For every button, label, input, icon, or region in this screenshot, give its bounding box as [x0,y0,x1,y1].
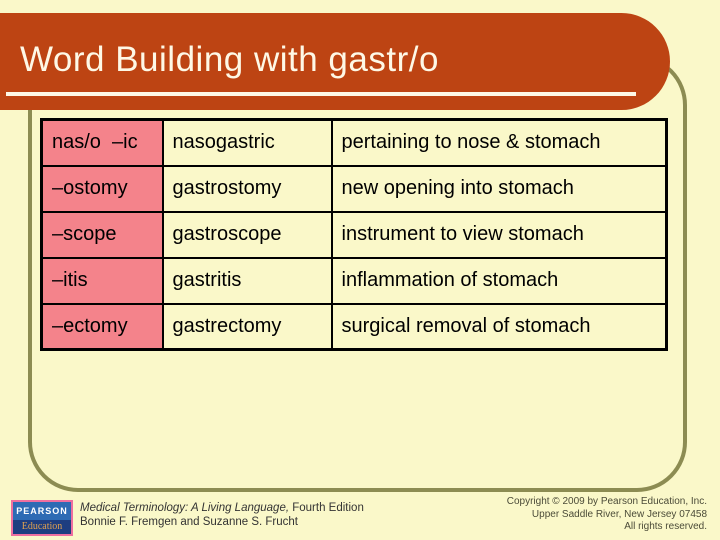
word-part-cell: –ostomy [40,164,164,213]
copyright-line-1: Copyright © 2009 by Pearson Education, I… [506,496,707,507]
copyright-line-2: Upper Saddle River, New Jersey 07458 [531,508,707,520]
word-part-cell: –itis [40,256,164,305]
definition-cell: instrument to view stomach [330,210,668,259]
table-row: –itis gastritis inflammation of stomach [40,256,668,305]
table-row: –scope gastroscope instrument to view st… [40,210,668,259]
definition-cell: new opening into stomach [330,164,668,213]
book-title: Medical Terminology: A Living Language, [80,502,290,514]
term-cell: gastroscope [161,210,333,259]
term-cell: gastrostomy [161,164,333,213]
book-authors: Bonnie F. Fremgen and Suzanne S. Frucht [80,516,298,528]
logo-education-text: Education [13,520,71,534]
definition-cell: surgical removal of stomach [330,302,668,351]
book-title-line: Medical Terminology: A Living Language, … [80,501,364,515]
title-underline [6,92,636,96]
definition-cell: inflammation of stomach [330,256,668,305]
word-part-cell: nas/o –ic [40,118,164,167]
pearson-logo: PEARSON Education [11,500,73,536]
logo-pearson-text: PEARSON [13,502,71,520]
table-row: nas/o –ic nasogastric pertaining to nose… [40,118,668,167]
copyright-line-3: All rights reserved. [624,521,707,532]
copyright-block: Copyright © 2009 by Pearson Education, I… [507,496,707,534]
table-row: –ostomy gastrostomy new opening into sto… [40,164,668,213]
vocab-table: nas/o –ic nasogastric pertaining to nose… [40,118,668,351]
term-cell: nasogastric [161,118,333,167]
table-row: –ectomy gastrectomy surgical removal of … [40,302,668,351]
definition-cell: pertaining to nose & stomach [330,118,668,167]
book-reference: Medical Terminology: A Living Language, … [80,501,364,529]
word-part-cell: –ectomy [40,302,164,351]
book-edition: Fourth Edition [289,502,364,514]
slide-title: Word Building with gastr/o [20,40,439,79]
word-part-cell: –scope [40,210,164,259]
term-cell: gastritis [161,256,333,305]
term-cell: gastrectomy [161,302,333,351]
